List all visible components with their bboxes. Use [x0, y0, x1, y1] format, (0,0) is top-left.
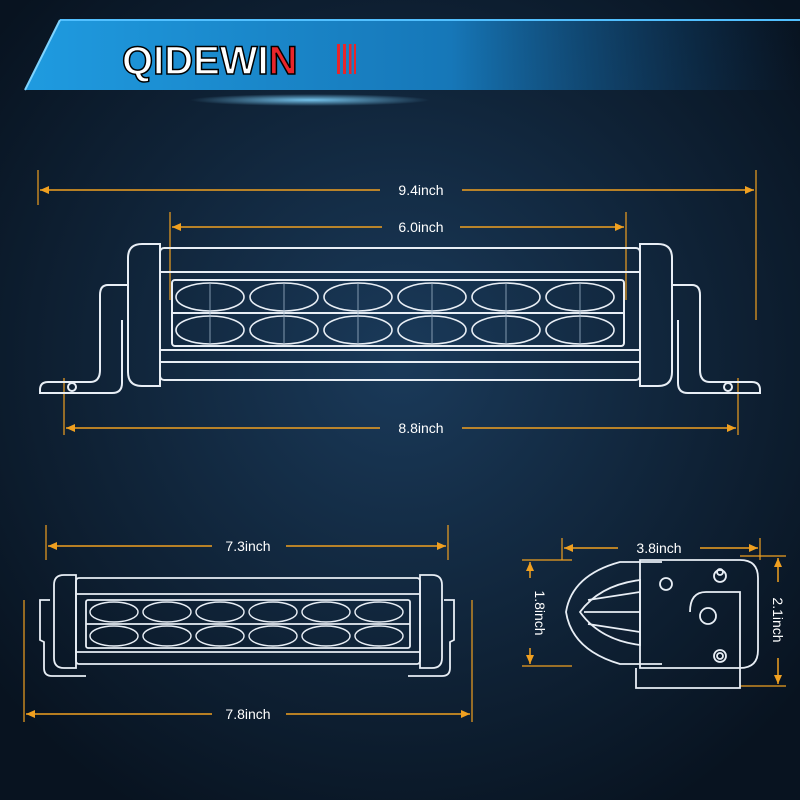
label-overall-width: 9.4inch — [398, 182, 443, 198]
front-light-bar — [39, 243, 761, 394]
label-total-height: 2.1inch — [770, 597, 786, 642]
brand-logo: QIDEWIN — [122, 39, 298, 83]
second-view: 7.3inch 7.8inch — [23, 525, 473, 722]
dimension-total-height: 2.1inch — [770, 558, 786, 684]
dimension-lens-width: 6.0inch — [172, 219, 624, 235]
dimension-second-mount-width: 7.8inch — [26, 706, 470, 722]
dimension-overall-width: 9.4inch — [40, 182, 754, 198]
brand-logo-part2: N — [269, 39, 298, 83]
brand-banner: QIDEWIN — [24, 19, 800, 91]
dimension-depth: 3.8inch — [564, 540, 758, 556]
second-light-bar — [39, 574, 455, 677]
label-body-width: 7.3inch — [225, 538, 270, 554]
dimension-body-height: 1.8inch — [526, 562, 548, 664]
label-depth: 3.8inch — [636, 540, 681, 556]
label-mount-width: 8.8inch — [398, 420, 443, 436]
label-body-height: 1.8inch — [532, 590, 548, 635]
side-view: 3.8inch 1.8inch 2.1inch — [522, 538, 786, 689]
side-profile — [565, 559, 759, 689]
brand-logo-stripes — [337, 44, 356, 74]
second-reflector-grid — [89, 601, 404, 647]
front-view: 9.4inch 6.0inch 8.8inch — [37, 170, 761, 436]
background-glow — [190, 94, 430, 106]
dimension-mount-width: 8.8inch — [66, 420, 736, 436]
dimension-body-width: 7.3inch — [48, 538, 446, 554]
label-lens-width: 6.0inch — [398, 219, 443, 235]
brand-logo-part1: QIDEWI — [122, 39, 269, 83]
label-second-mount-width: 7.8inch — [225, 706, 270, 722]
